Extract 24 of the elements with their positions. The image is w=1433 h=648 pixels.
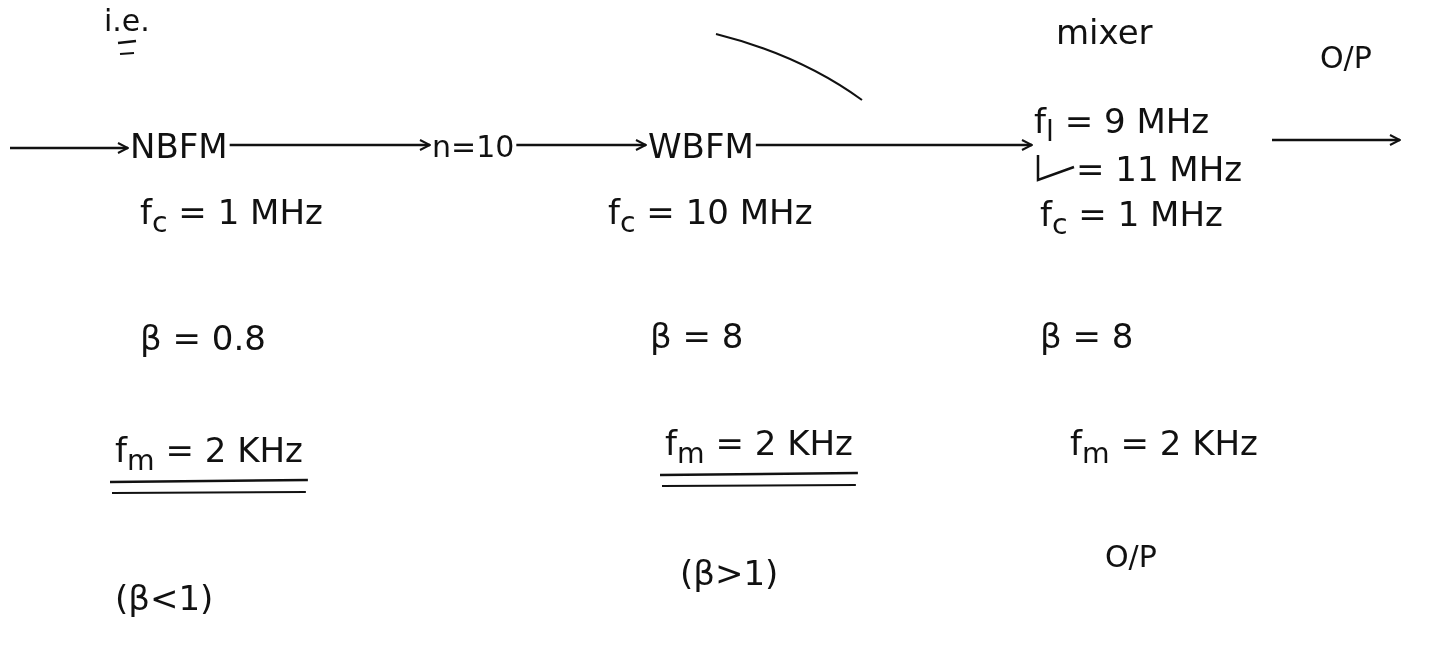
arrow: [1272, 134, 1401, 146]
parameter-text: f$_{c}$ = 10 MHz: [608, 194, 813, 238]
arrow: [516, 139, 647, 151]
block-label: WBFM: [648, 128, 754, 166]
block-heading: mixer: [1056, 14, 1154, 52]
arrow: [755, 139, 1033, 151]
parameter-text: = 11 MHz: [1076, 151, 1243, 189]
parameter-text: β = 8: [1040, 318, 1134, 356]
parameter-text: β = 0.8: [140, 320, 266, 358]
result-text: f$_{m}$ = 2 KHz: [665, 425, 853, 469]
parameter-text: f$_{m}$ = 2 KHz: [1070, 425, 1258, 469]
multiplier-label: n=10: [432, 130, 515, 163]
result-text: f$_{m}$ = 2 KHz: [115, 432, 303, 476]
block-label: NBFM: [130, 128, 228, 166]
parameter-text: f$_{c}$ = 1 MHz: [1040, 196, 1223, 240]
output-label: O/P: [1105, 540, 1157, 573]
parameter-text: f$_{l}$ = 9 MHz: [1034, 103, 1211, 148]
condition-text: (β<1): [115, 580, 214, 618]
abbreviation-text: i.e.: [104, 4, 150, 37]
arrow: [10, 142, 129, 154]
parameter-text: f$_{c}$ = 1 MHz: [140, 194, 323, 238]
parameter-text: β = 8: [650, 318, 744, 356]
condition-text: (β>1): [680, 555, 779, 593]
arrow: [229, 139, 431, 151]
